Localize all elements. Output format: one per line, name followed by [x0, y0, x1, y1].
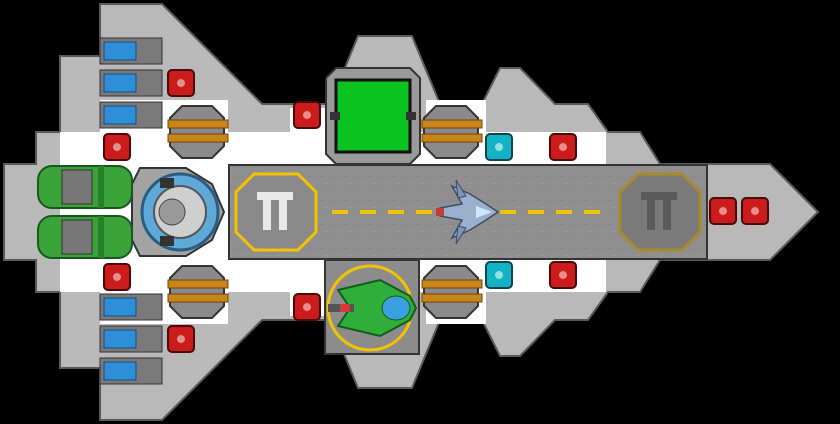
cannon-turret-icon[interactable] — [167, 265, 229, 319]
right-landing-pad[interactable] — [618, 172, 702, 252]
red-system-node-icon[interactable] — [167, 69, 195, 97]
docked-fighter-icon[interactable] — [436, 179, 500, 245]
red-system-node-icon[interactable] — [549, 261, 577, 289]
red-system-node-icon[interactable] — [167, 325, 195, 353]
runway — [228, 164, 708, 260]
red-system-node-icon[interactable] — [293, 101, 321, 129]
pad-marking-icon — [641, 192, 677, 230]
left-landing-pad[interactable] — [234, 172, 318, 252]
engine-cylinder-icon — [37, 165, 133, 209]
bottom-hangar-bay[interactable] — [324, 259, 420, 355]
top-hangar-bay[interactable] — [325, 67, 421, 165]
thruster-icon[interactable] — [99, 357, 163, 385]
reactor-core[interactable] — [131, 167, 226, 257]
red-system-node-icon[interactable] — [103, 263, 131, 291]
red-system-node-icon[interactable] — [549, 133, 577, 161]
top-thruster-bank — [99, 37, 163, 129]
cannon-turret-icon[interactable] — [421, 265, 483, 319]
thruster-icon[interactable] — [99, 37, 163, 65]
cyan-system-node-icon[interactable] — [485, 133, 513, 161]
thruster-icon[interactable] — [99, 101, 163, 129]
runway-center-stripe — [332, 210, 600, 214]
cannon-turret-icon[interactable] — [421, 105, 483, 159]
red-system-node-icon[interactable] — [293, 293, 321, 321]
engine-cylinder-icon — [37, 215, 133, 259]
cannon-turret-icon[interactable] — [167, 105, 229, 159]
thruster-icon[interactable] — [99, 293, 163, 321]
green-fighter-icon — [328, 278, 418, 338]
pad-marking-icon — [257, 192, 293, 230]
main-engines[interactable] — [37, 165, 133, 259]
thruster-icon[interactable] — [99, 69, 163, 97]
cyan-system-node-icon[interactable] — [485, 261, 513, 289]
bottom-thruster-bank — [99, 293, 163, 385]
hangar-door-icon — [334, 78, 412, 154]
red-system-node-icon[interactable] — [709, 197, 737, 225]
red-system-node-icon[interactable] — [741, 197, 769, 225]
thruster-icon[interactable] — [99, 325, 163, 353]
red-system-node-icon[interactable] — [103, 133, 131, 161]
